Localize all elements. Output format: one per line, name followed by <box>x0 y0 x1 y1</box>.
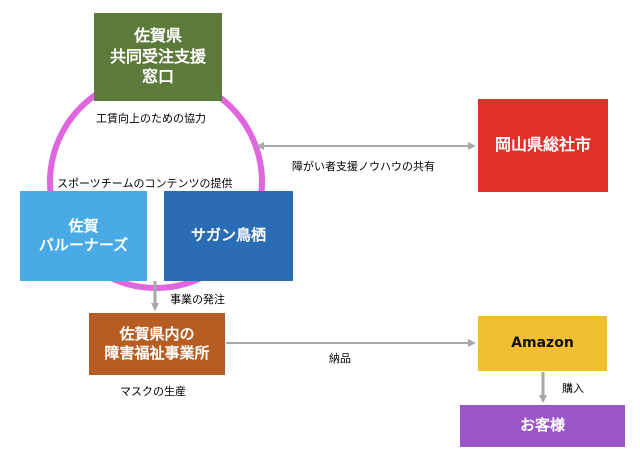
purchase-label: 購入 <box>562 382 584 395</box>
order-label: 事業の発注 <box>170 293 225 306</box>
customer-label: お客様 <box>519 416 565 435</box>
okayama-label: 岡山県総社市 <box>494 135 591 155</box>
welfare-label: 佐賀県内の 障害福祉事業所 <box>104 324 210 363</box>
sagan-tosu-label: サガン鳥栖 <box>190 226 266 245</box>
saga-pref-node: 佐賀県 共同受注支援 窓口 <box>94 13 222 101</box>
sagan-tosu-node: サガン鳥栖 <box>164 191 293 281</box>
saga-ballooners-node: 佐賀 バルーナーズ <box>20 191 147 281</box>
knowhow-label: 障がい者支援ノウハウの共有 <box>292 160 435 173</box>
customer-node: お客様 <box>460 405 625 447</box>
masks-label: マスクの生産 <box>120 385 186 398</box>
welfare-node: 佐賀県内の 障害福祉事業所 <box>89 313 225 375</box>
amazon-label: Amazon <box>511 335 574 352</box>
okayama-node: 岡山県総社市 <box>478 99 608 192</box>
amazon-node: Amazon <box>478 316 607 371</box>
saga-ballooners-label: 佐賀 バルーナーズ <box>38 216 129 255</box>
saga-pref-label: 佐賀県 共同受注支援 窓口 <box>109 25 206 87</box>
sports-label: スポーツチームのコンテンツの提供 <box>57 177 233 190</box>
delivery-label: 納品 <box>329 352 351 365</box>
wage-label: 工賃向上のための協力 <box>96 112 206 125</box>
